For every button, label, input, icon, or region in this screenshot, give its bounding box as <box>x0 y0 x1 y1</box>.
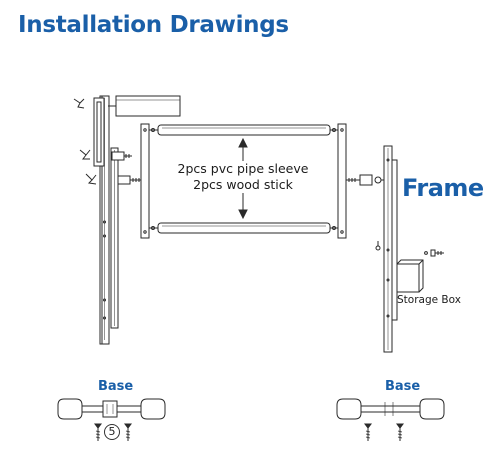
screw-icon <box>124 423 132 441</box>
pipe-sleeve-label-line1: 2pcs pvc pipe sleeve <box>177 161 309 176</box>
bolt-icon <box>111 151 132 161</box>
pipe-bracket-left <box>140 123 150 239</box>
bolt-icon <box>375 241 381 251</box>
bolt-icon <box>117 175 142 185</box>
base-label-right: Base <box>385 379 421 394</box>
storage-bar-top <box>108 95 181 117</box>
left-inner-post <box>110 147 119 329</box>
quantity-badge: 5 <box>104 424 120 440</box>
base-right-drawing <box>336 398 445 420</box>
right-upright-post <box>383 145 393 353</box>
pipe-sleeve-bottom <box>149 222 338 234</box>
screw-icon <box>396 423 404 441</box>
base-left-drawing <box>57 398 166 420</box>
pipe-sleeve-top <box>149 124 338 136</box>
left-upright-post <box>99 95 110 345</box>
pipe-sleeve-label: 2pcs pvc pipe sleeve 2pcs wood stick <box>168 161 318 193</box>
right-inner-post <box>391 159 398 321</box>
top-mount-bracket <box>93 97 105 167</box>
page-title: Installation Drawings <box>18 12 289 38</box>
pipe-bracket-right <box>337 123 347 239</box>
wing-nut-icon <box>73 98 85 109</box>
screw-icon <box>364 423 372 441</box>
screw-set-icon <box>424 249 444 257</box>
right-bolt-assembly <box>346 174 373 186</box>
screw-icon <box>94 423 102 441</box>
wing-nut-icon <box>79 149 91 160</box>
wing-nut-icon <box>85 173 97 185</box>
base-label-left: Base <box>98 379 134 394</box>
pipe-sleeve-label-line2: 2pcs wood stick <box>193 177 293 192</box>
storage-box-icon <box>396 259 424 293</box>
frame-label: Frame <box>402 174 484 202</box>
storage-box-label: Storage Box <box>397 294 461 306</box>
